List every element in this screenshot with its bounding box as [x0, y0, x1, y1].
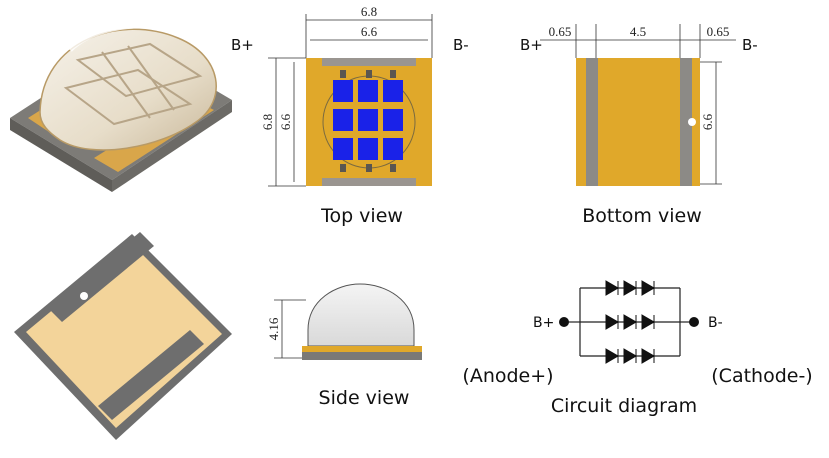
dim-top-inner-height: 6.6: [278, 113, 293, 130]
cathode-terminal: [689, 317, 699, 327]
top-view-b-minus: B-: [453, 36, 469, 54]
dim-bottom-height: 6.6: [700, 113, 715, 130]
diode-array: [605, 280, 655, 364]
side-view-label: Side view: [319, 387, 410, 409]
dim-side-height: 4.16: [266, 317, 281, 340]
anode-terminal: [559, 317, 569, 327]
cathode-label: (Cathode-): [711, 365, 812, 387]
circuit-b-minus: B-: [708, 315, 723, 331]
bottom-view-b-minus: B-: [742, 36, 758, 54]
side-view-drawing: [274, 283, 422, 360]
dim-bottom-left-pad: 0.65: [549, 24, 572, 39]
top-view-label: Top view: [320, 205, 403, 227]
top-view-b-plus: B+: [231, 36, 254, 54]
dim-top-outer-width: 6.8: [361, 4, 377, 19]
dim-bottom-center: 4.5: [630, 24, 646, 39]
circuit-b-plus: B+: [533, 315, 554, 331]
circuit-diagram-label: Circuit diagram: [551, 395, 697, 417]
bottom-view-label: Bottom view: [582, 205, 701, 227]
dim-bottom-right-pad: 0.65: [707, 24, 730, 39]
dim-top-inner-width: 6.6: [361, 24, 378, 39]
bottom-view-b-plus: B+: [520, 36, 543, 54]
top-view-drawing: [268, 14, 433, 187]
anode-label: (Anode+): [462, 365, 553, 387]
led-bottom-render: [14, 232, 232, 440]
dim-top-outer-height: 6.8: [260, 114, 275, 130]
bottom-view-drawing: [540, 24, 736, 186]
chip-array: [333, 80, 403, 160]
led-3d-render: [10, 23, 232, 192]
